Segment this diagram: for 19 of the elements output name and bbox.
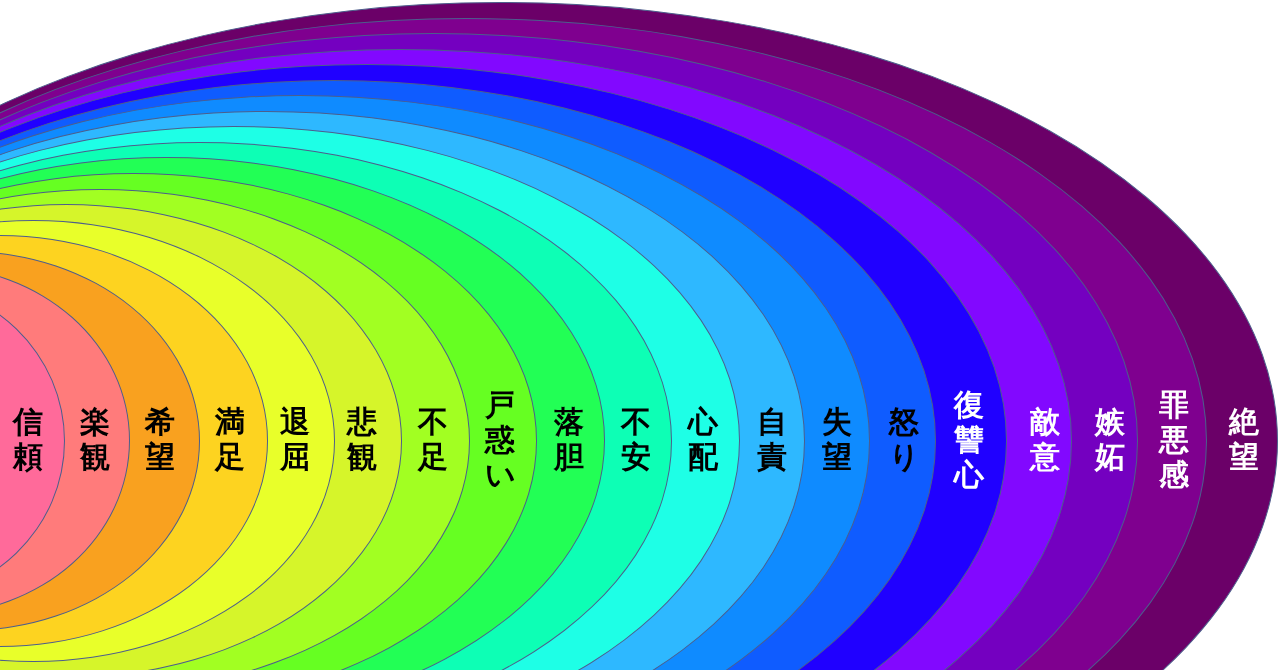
band-label: 絶望 — [1229, 404, 1259, 474]
band-label: 心配 — [688, 403, 719, 474]
band-label: 敵意 — [1030, 403, 1060, 474]
band-label: 不安 — [621, 403, 652, 474]
band-label: 失望 — [822, 403, 852, 474]
band-label: 罪悪感 — [1159, 386, 1189, 492]
band-label: 信頼 — [13, 403, 44, 474]
band-label: 怒り — [889, 403, 919, 474]
band-label: 悲観 — [347, 403, 378, 474]
band-label: 自責 — [757, 403, 787, 474]
band-label: 希望 — [145, 403, 176, 474]
band-label: 復讐心 — [954, 386, 984, 492]
band-label: 戸惑い — [485, 386, 516, 492]
band-label: 楽観 — [80, 403, 111, 474]
band-label: 満足 — [215, 403, 246, 474]
band-label: 嫉妬 — [1095, 403, 1125, 474]
band-label: 退屈 — [280, 403, 311, 474]
band-label: 不足 — [418, 403, 449, 474]
band-label: 落胆 — [554, 403, 585, 474]
